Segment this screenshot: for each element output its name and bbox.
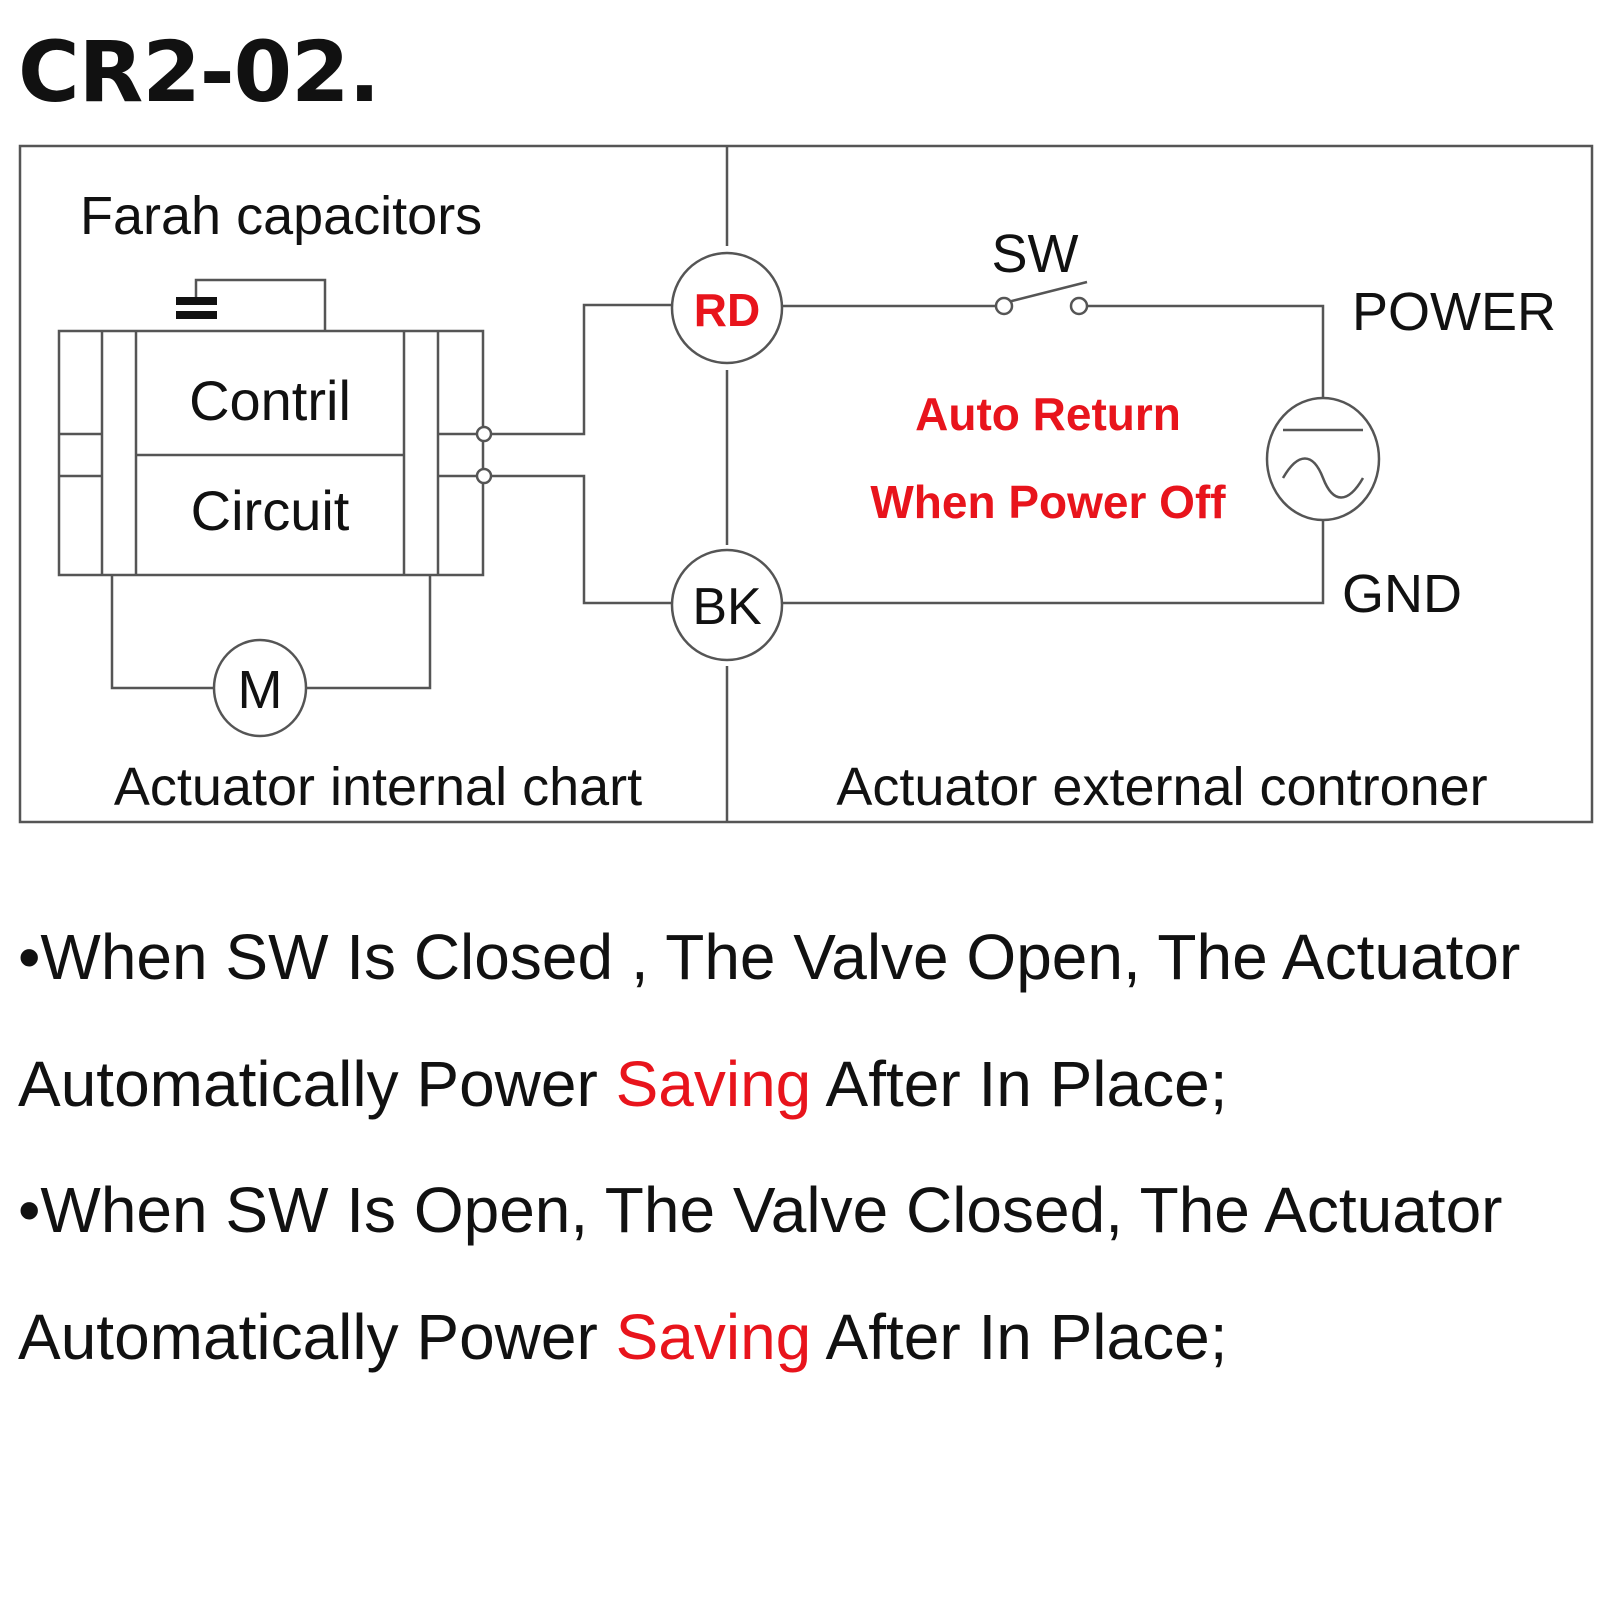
note-2-line-2: Automatically Power Saving After In Plac… (18, 1305, 1227, 1369)
note-1-text-post: After In Place; (811, 1048, 1228, 1120)
note-1-highlight: Saving (615, 1048, 812, 1120)
switch-label: SW (992, 224, 1079, 284)
power-label: POWER (1352, 282, 1556, 342)
control-label-top: Contril (189, 369, 351, 432)
switch-lever (1003, 280, 1088, 305)
page-title: CR2-02. (18, 23, 380, 121)
rd-terminal-circle (670, 251, 784, 365)
ac-source-symbol (1265, 396, 1381, 522)
gnd-label: GND (1342, 564, 1462, 624)
note-2-text-pre: Automatically Power (18, 1301, 616, 1373)
capacitor-label: Farah capacitors (80, 186, 482, 246)
note-2-text-post: After In Place; (811, 1301, 1228, 1373)
motor-symbol (212, 638, 308, 738)
auto-return-note-line1: Auto Return (915, 388, 1181, 440)
rd-terminal-label: RD (694, 284, 760, 336)
motor-label: M (238, 660, 283, 720)
note-1-line-1: •When SW Is Closed , The Valve Open, The… (18, 921, 1521, 993)
bk-terminal-circle (670, 548, 784, 662)
auto-return-note-line2: When Power Off (870, 476, 1226, 528)
note-2-highlight: Saving (615, 1301, 812, 1373)
note-1-line-2: Automatically Power Saving After In Plac… (18, 1052, 1227, 1116)
internal-caption: Actuator internal chart (114, 757, 642, 817)
control-label-bottom: Circuit (191, 479, 350, 542)
switch-contact-right (1069, 296, 1089, 316)
external-caption: Actuator external controner (836, 757, 1487, 817)
diagram-frame (18, 144, 1594, 824)
actuator-body (57, 329, 485, 577)
note-2-line-1: •When SW Is Open, The Valve Closed, The … (18, 1174, 1503, 1246)
wiring-diagram: Farah capacitors Contril Circuit M Actua… (18, 144, 1594, 824)
note-1-text-pre: Automatically Power (18, 1048, 616, 1120)
switch-contact-left (994, 296, 1014, 316)
bk-terminal-label: BK (692, 578, 762, 636)
capacitor-symbol (176, 297, 217, 305)
